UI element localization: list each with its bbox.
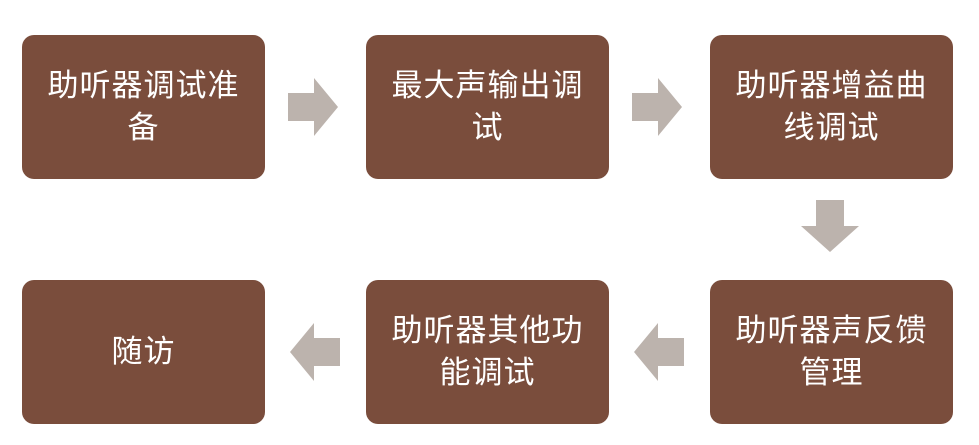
arrow-down-icon [801,200,859,252]
arrow-left-icon [290,323,340,381]
step-other-functions-label: 助听器其他功能调试 [391,313,584,391]
step-feedback-label: 助听器声反馈管理 [735,313,928,391]
step-follow-up: 随访 [22,280,265,424]
step-prep: 助听器调试准备 [22,35,265,179]
arrow-left-icon [634,323,684,381]
step-prep-label: 助听器调试准备 [47,68,240,146]
step-gain-curve-label: 助听器增益曲线调试 [735,68,928,146]
arrow-right-icon [632,78,682,136]
step-feedback: 助听器声反馈管理 [710,280,953,424]
step-follow-up-label: 随访 [111,334,176,370]
step-other-functions: 助听器其他功能调试 [366,280,609,424]
arrow-right-icon [288,78,338,136]
step-gain-curve: 助听器增益曲线调试 [710,35,953,179]
step-max-output-label: 最大声输出调试 [391,68,584,146]
step-max-output: 最大声输出调试 [366,35,609,179]
